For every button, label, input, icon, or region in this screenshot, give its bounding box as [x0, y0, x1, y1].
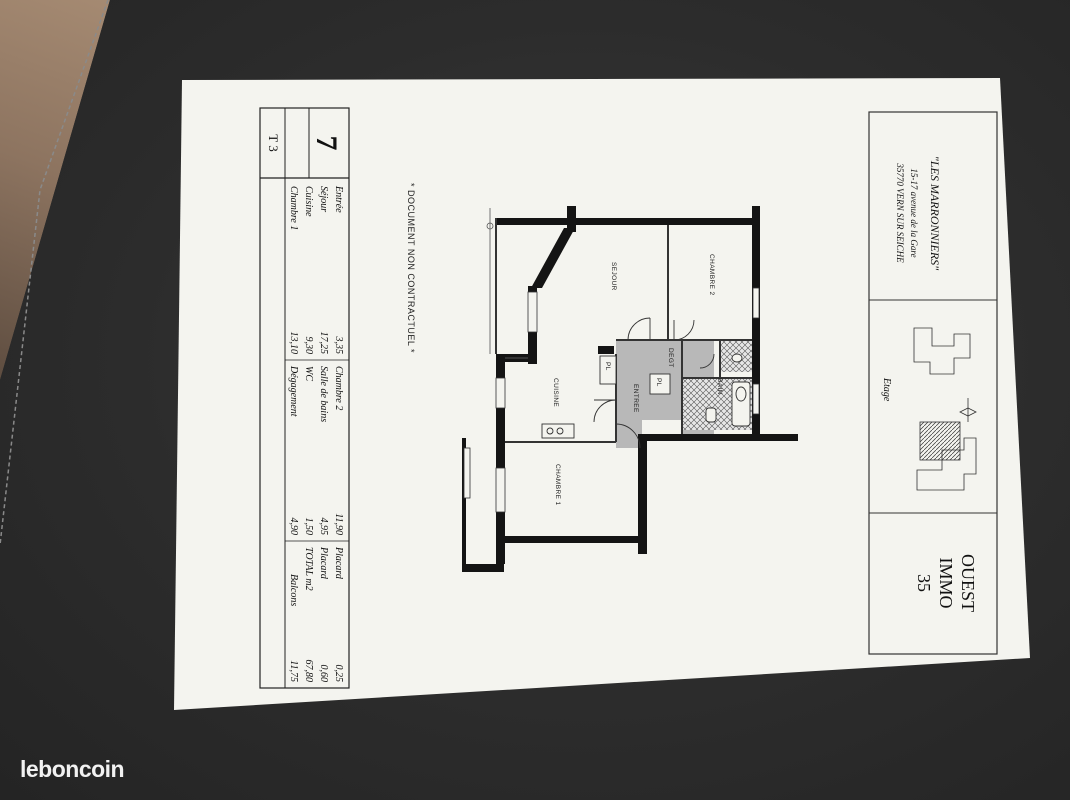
- area-label: Cuisine: [303, 186, 314, 217]
- room-label-bain: BAIN: [716, 378, 723, 395]
- room-label-placard: PL: [604, 362, 611, 371]
- area-label: Dégagement: [288, 365, 299, 417]
- area-value: 11,75: [288, 660, 299, 682]
- area-value: 17,25: [318, 332, 329, 355]
- location-plan: [913, 327, 977, 491]
- room-label-entree: ENTREE: [632, 384, 639, 413]
- paper-sheet: [174, 78, 1030, 710]
- floor-plan-card: 7 T 3 Entrée Séjour Cuisine Chambre 1 3,…: [174, 78, 1030, 710]
- area-value: 1,50: [303, 518, 314, 536]
- area-value: 3,35: [333, 336, 344, 355]
- area-value: 0,60: [318, 665, 329, 683]
- area-label: Chambre 2: [333, 366, 344, 410]
- room-label-chambre2: CHAMBRE 2: [708, 254, 715, 296]
- area-value: 67,80: [303, 660, 314, 683]
- agency-name: IMMO: [936, 557, 956, 608]
- address-line: 15-17 avenue de la Gare: [909, 168, 919, 257]
- lot-type: T 3: [266, 134, 281, 151]
- disclaimer-text: * DOCUMENT NON CONTRACTUEL *: [406, 183, 416, 353]
- room-label-chambre1: CHAMBRE 1: [554, 464, 561, 506]
- lot-number: 7: [310, 136, 343, 151]
- area-label: Entrée: [333, 185, 344, 213]
- address-line: 35770 VERN SUR SEICHE: [895, 162, 905, 263]
- building-name: "LES MARRONNIERS": [928, 156, 942, 271]
- room-label-cuisine: CUISINE: [552, 378, 559, 407]
- location-plan-label: Etage: [881, 377, 892, 402]
- area-value: 13,10: [288, 332, 299, 355]
- leboncoin-watermark: leboncoin: [20, 756, 125, 782]
- floor-plan: SEJOUR CHAMBRE 2 CUISINE ENTREE DEGT CHA…: [462, 206, 798, 572]
- area-value: 9,30: [303, 337, 314, 355]
- area-table: 7 T 3 Entrée Séjour Cuisine Chambre 1 3,…: [259, 107, 350, 689]
- room-label-degt: DEGT: [667, 348, 674, 368]
- area-value: 11,90: [333, 513, 344, 535]
- area-label: WC: [303, 366, 314, 381]
- room-label-sejour: SEJOUR: [610, 262, 617, 291]
- area-value: 4,90: [288, 518, 299, 536]
- title-block: "LES MARRONNIERS" 15-17 avenue de la Gar…: [868, 111, 998, 655]
- area-label: Balcons: [288, 574, 299, 606]
- agency-name: 35: [914, 574, 934, 592]
- area-label: Placard: [333, 546, 344, 580]
- area-label: Séjour: [318, 186, 329, 212]
- room-label-placard: PL: [655, 378, 662, 387]
- area-value: 4,95: [318, 518, 329, 536]
- area-label: Placard: [318, 546, 329, 580]
- agency-name: OUEST: [958, 554, 978, 612]
- area-label: TOTAL m2: [303, 547, 314, 591]
- area-label: Salle de bains: [318, 366, 329, 422]
- area-value: 0,25: [333, 665, 344, 683]
- area-label: Chambre 1: [288, 186, 299, 230]
